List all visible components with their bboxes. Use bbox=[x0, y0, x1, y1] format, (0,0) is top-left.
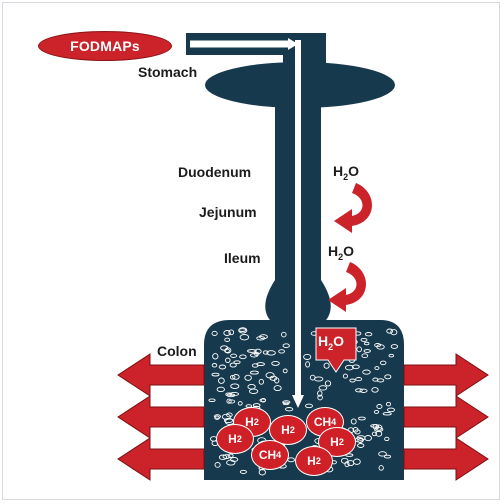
curl-arrow-upper bbox=[334, 183, 372, 233]
label-colon: Colon bbox=[157, 343, 197, 359]
left-arrow-1 bbox=[118, 354, 204, 396]
right-arrow-1 bbox=[404, 354, 488, 396]
left-arrow-3 bbox=[118, 438, 204, 480]
label-ileum: Ileum bbox=[224, 250, 261, 266]
water-label-ileum: H2O bbox=[328, 243, 354, 262]
right-arrow-3 bbox=[404, 438, 488, 480]
water-label-colon: H2O bbox=[318, 333, 344, 352]
label-jejunum: Jejunum bbox=[199, 204, 257, 220]
right-arrow-2 bbox=[404, 396, 488, 438]
fodmaps-pill: FODMAPs bbox=[38, 31, 172, 61]
gas-bubble: H2 bbox=[216, 424, 254, 454]
water-label-duodenum: H2O bbox=[333, 163, 359, 182]
curl-arrow-lower bbox=[328, 262, 366, 312]
label-duodenum: Duodenum bbox=[178, 164, 251, 180]
left-arrow-2 bbox=[118, 396, 204, 438]
label-stomach: Stomach bbox=[138, 64, 197, 80]
